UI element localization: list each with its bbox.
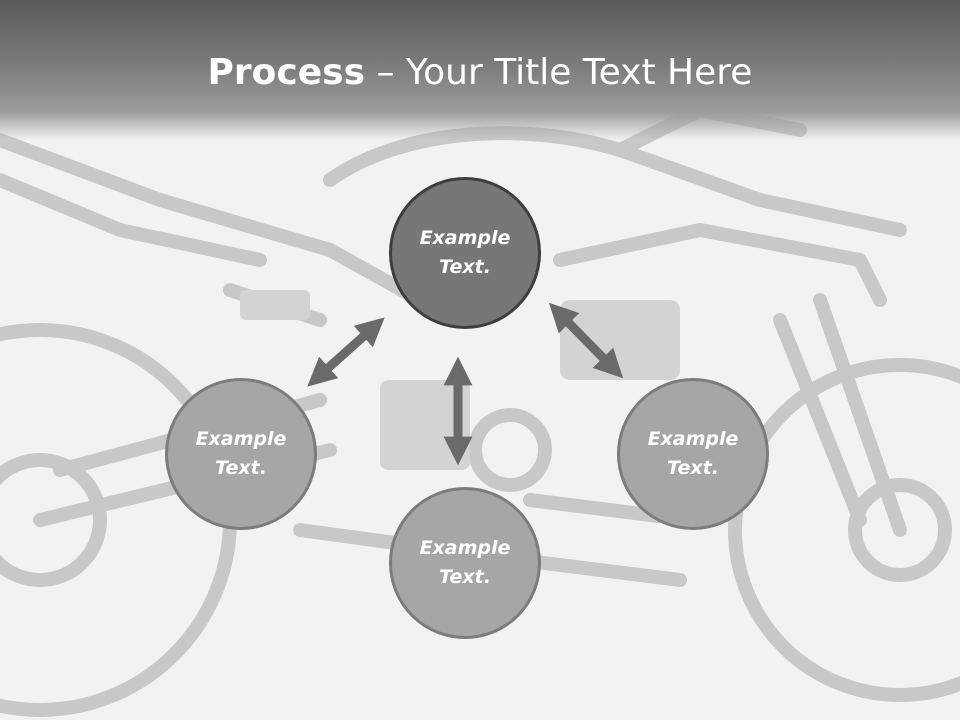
process-node-top: Example Text.	[389, 177, 541, 329]
process-node-left: Example Text.	[165, 378, 317, 530]
title-bar	[0, 0, 960, 140]
slide-title: Process – Your Title Text Here	[0, 52, 960, 93]
title-bold: Process	[207, 52, 366, 93]
process-node-left-text: Example Text.	[195, 428, 287, 479]
process-node-bottom: Example Text.	[389, 487, 541, 639]
title-rest: – Your Title Text Here	[365, 52, 753, 93]
process-node-top-text: Example Text.	[419, 227, 511, 278]
process-node-right-text: Example Text.	[647, 428, 739, 479]
process-node-right: Example Text.	[617, 378, 769, 530]
process-node-bottom-text: Example Text.	[419, 537, 511, 588]
